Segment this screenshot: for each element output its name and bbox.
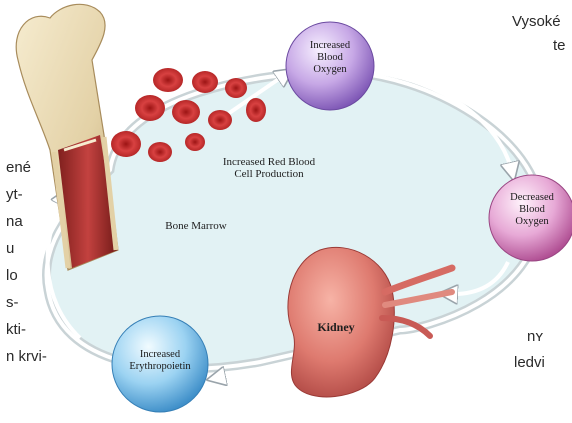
red-blood-cell (208, 110, 232, 130)
red-blood-cell (111, 131, 141, 157)
left-col-line-6: s- (6, 295, 19, 310)
increased-erythropoietin-label: Increased Erythropoietin (116, 349, 204, 373)
left-col-line-7: kti- (6, 322, 26, 337)
right-bottom-line-1: nʏ (527, 329, 543, 344)
left-col-line-2: yt- (6, 187, 23, 202)
red-blood-cell (153, 68, 183, 92)
left-col-line-3: na (6, 214, 23, 229)
red-blood-cell (148, 142, 172, 162)
red-blood-cell (185, 133, 205, 151)
left-col-line-1: ené (6, 160, 31, 175)
kidney-label: Kidney (306, 321, 366, 334)
left-col-line-4: u (6, 241, 14, 256)
bone-illustration (16, 4, 118, 270)
red-blood-cell (172, 100, 200, 124)
red-blood-cell (192, 71, 218, 93)
bone-marrow-label: Bone Marrow (148, 220, 244, 232)
red-blood-cell (225, 78, 247, 98)
red-blood-cell (246, 98, 266, 122)
red-blood-cell (135, 95, 165, 121)
right-top-line-1: Vysoké (512, 14, 561, 29)
right-bottom-line-2: ledvi (514, 355, 545, 370)
left-col-line-5: lo (6, 268, 18, 283)
red-blood-cell-production-label: Increased Red Blood Cell Production (200, 156, 338, 180)
right-top-line-2: te (553, 38, 566, 53)
decreased-blood-oxygen-label: Decreased Blood Oxygen (496, 192, 568, 227)
left-col-line-8: n krvi- (6, 349, 47, 364)
increased-blood-oxygen-label: Increased Blood Oxygen (296, 40, 364, 75)
